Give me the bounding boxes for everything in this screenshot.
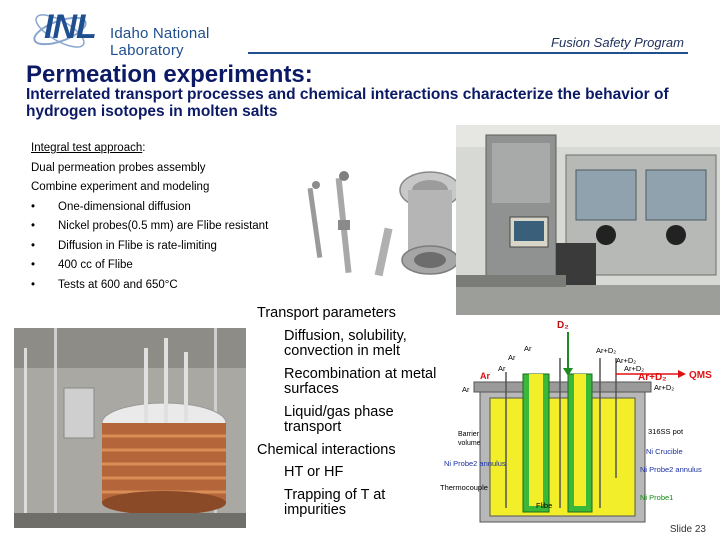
approach-line: Combine experiment and modeling bbox=[31, 181, 210, 193]
thermocouple-label: Thermocouple bbox=[440, 483, 488, 492]
bullet-item: •One-dimensional diffusion bbox=[31, 200, 191, 213]
ar-label: Ar bbox=[524, 344, 532, 353]
ni-probe1-label: Ni Probe1 bbox=[640, 493, 673, 502]
slide-number: Slide 23 bbox=[669, 524, 706, 535]
bullet-item: •Tests at 600 and 650°C bbox=[31, 278, 178, 291]
gas-tubes bbox=[505, 358, 617, 508]
bullet-item: •Nickel probes(0.5 mm) are Flibe resista… bbox=[31, 220, 269, 232]
qms-arrowhead-icon bbox=[678, 370, 686, 378]
approach-line: Dual permeation probes assembly bbox=[31, 161, 206, 174]
probe-rod bbox=[307, 171, 352, 274]
probe-assembly-photo bbox=[300, 160, 465, 300]
bullet-item: •Diffusion in Flibe is rate-limiting bbox=[31, 239, 217, 252]
barrier-volume-label-line2: volume bbox=[458, 440, 481, 447]
barrier-volume-label: Barrier volume bbox=[458, 431, 481, 447]
ar-d2-label: Ar+D₂ bbox=[616, 356, 636, 365]
ar-d2-label: Ar+D₂ bbox=[624, 364, 644, 373]
approach-list: Integral test approach: Dual permeation … bbox=[31, 139, 269, 295]
ar-label: Ar bbox=[508, 353, 516, 362]
ar-label: Ar bbox=[462, 385, 470, 394]
approach-heading: Integral test approach: bbox=[31, 142, 146, 154]
ar-d2-red-label: Ar+D₂ bbox=[638, 372, 667, 383]
logo-text: Idaho National Laboratory bbox=[110, 25, 210, 59]
furnace-vessel-photo bbox=[14, 328, 246, 528]
d2-arrowhead-icon bbox=[563, 368, 573, 376]
probe2-annulus-left-label: Ni Probe2 annulus bbox=[444, 459, 506, 468]
pot-lid bbox=[473, 381, 652, 393]
slide-subtitle: Interrelated transport processes and che… bbox=[26, 86, 669, 120]
bullet-item: •400 cc of Flibe bbox=[31, 259, 133, 271]
ni-crucible-label: Ni Crucible bbox=[646, 447, 683, 456]
transport-subitem: HT or HF bbox=[284, 464, 344, 480]
logo-mark: INL bbox=[44, 8, 97, 46]
probe1-inner bbox=[574, 374, 586, 506]
inl-logo: INL Idaho National Laboratory bbox=[30, 8, 250, 59]
ss-pot-label: 316SS pot bbox=[648, 427, 684, 436]
program-name: Fusion Safety Program bbox=[551, 35, 684, 50]
transport-item: Chemical interactions bbox=[257, 441, 396, 458]
ar-label: Ar bbox=[498, 364, 506, 373]
transport-subitem: Diffusion, solubility, convection in mel… bbox=[284, 327, 407, 359]
lab-glovebox-photo bbox=[456, 125, 720, 315]
ar-red-label: Ar bbox=[480, 371, 490, 381]
probe2-annulus bbox=[529, 374, 543, 506]
transport-subitem: Liquid/gas phase transport bbox=[284, 403, 394, 435]
permeation-schematic: D₂ Ar Ar Ar Ar Ar Ar+D₂ Ar+D₂ Ar+D₂ Ar+D… bbox=[440, 320, 712, 523]
slide-title: Permeation experiments: bbox=[26, 61, 313, 88]
transport-subitem: Trapping of T at impurities bbox=[284, 486, 386, 518]
d2-label: D₂ bbox=[557, 320, 569, 331]
flibe-label: Flibe bbox=[536, 501, 552, 510]
header-divider bbox=[248, 52, 688, 54]
flibe-melt bbox=[489, 397, 636, 517]
vessel-flange bbox=[399, 171, 461, 275]
ar-d2-label: Ar+D₂ bbox=[654, 383, 674, 392]
transport-list: Transport parameters Diffusion, solubili… bbox=[257, 305, 459, 526]
qms-label: QMS bbox=[689, 370, 712, 381]
atom-logo-icon bbox=[33, 14, 87, 48]
ar-d2-label: Ar+D₂ bbox=[596, 346, 616, 355]
transport-subitem: Recombination at metal surfaces bbox=[284, 365, 437, 397]
probe2-annulus-right-label: Ni Probe2 annulus bbox=[640, 465, 702, 474]
transport-item: Transport parameters bbox=[257, 305, 396, 321]
